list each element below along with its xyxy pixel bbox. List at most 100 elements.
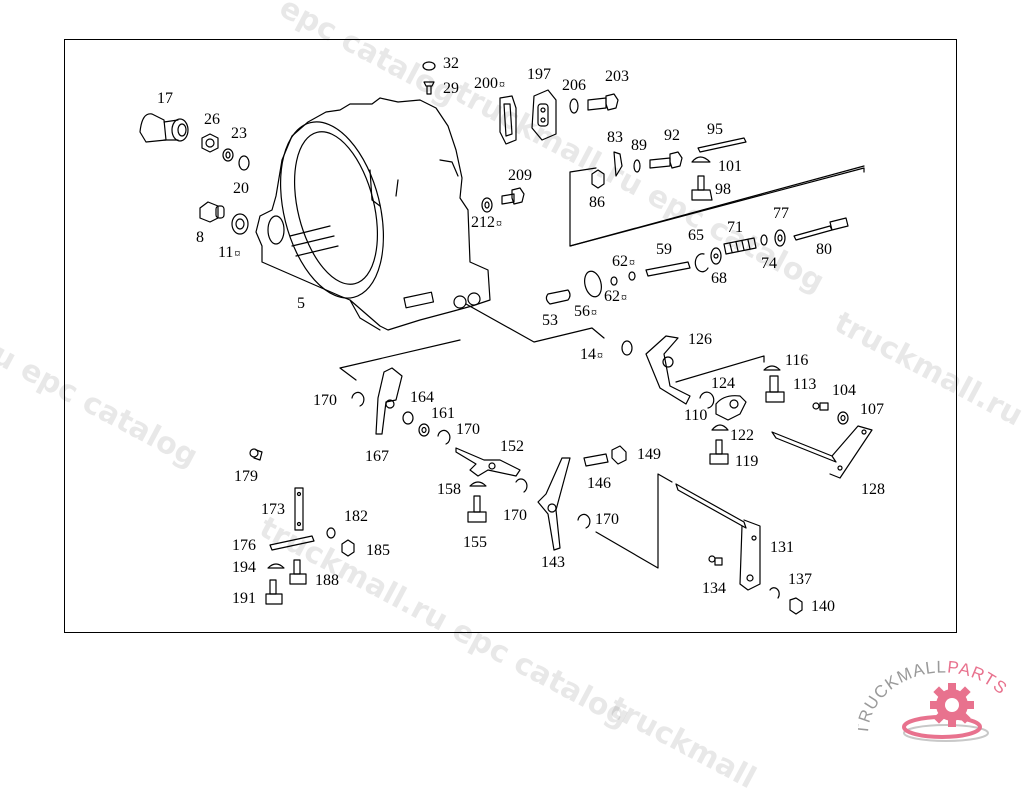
callout-80[interactable]: 80 [816, 242, 832, 258]
callout-170b[interactable]: 170 [456, 422, 480, 438]
callout-155[interactable]: 155 [463, 535, 487, 551]
callout-20[interactable]: 20 [233, 181, 249, 197]
callout-203[interactable]: 203 [605, 69, 629, 85]
callout-29[interactable]: 29 [443, 81, 459, 97]
callout-number: 62 [604, 288, 620, 305]
washer-206 [569, 98, 579, 114]
callout-89[interactable]: 89 [631, 138, 647, 154]
callout-134[interactable]: 134 [702, 581, 726, 597]
stud-104 [812, 402, 829, 411]
callout-173[interactable]: 173 [261, 502, 285, 518]
callout-107[interactable]: 107 [860, 402, 884, 418]
callout-62b[interactable]: 62¤ [604, 289, 627, 305]
callout-101[interactable]: 101 [718, 159, 742, 175]
callout-188[interactable]: 188 [315, 573, 339, 589]
callout-8[interactable]: 8 [196, 230, 204, 246]
callout-212[interactable]: 212¤ [471, 215, 502, 231]
nut-86 [591, 169, 605, 189]
callout-number: 200 [474, 75, 498, 92]
callout-206[interactable]: 206 [562, 78, 586, 94]
callout-164[interactable]: 164 [410, 390, 434, 406]
callout-62a[interactable]: 62¤ [612, 254, 635, 270]
callout-number: 206 [562, 77, 586, 94]
callout-170c[interactable]: 170 [503, 508, 527, 524]
callout-126[interactable]: 126 [688, 332, 712, 348]
callout-104[interactable]: 104 [832, 383, 856, 399]
callout-26[interactable]: 26 [204, 112, 220, 128]
callout-83[interactable]: 83 [607, 130, 623, 146]
callout-number: 176 [232, 537, 256, 554]
callout-110[interactable]: 110 [684, 408, 707, 424]
callout-170d[interactable]: 170 [595, 512, 619, 528]
callout-137[interactable]: 137 [788, 572, 812, 588]
callout-161[interactable]: 161 [431, 406, 455, 422]
callout-86[interactable]: 86 [589, 195, 605, 211]
callout-197[interactable]: 197 [527, 67, 551, 83]
callout-number: 170 [456, 421, 480, 438]
callout-number: 101 [718, 158, 742, 175]
washer-161 [418, 423, 430, 437]
replacement-marker-icon: ¤ [597, 348, 603, 362]
callout-179[interactable]: 179 [234, 469, 258, 485]
callout-65[interactable]: 65 [688, 228, 704, 244]
callout-number: 68 [711, 270, 727, 287]
ball-62 [610, 271, 636, 286]
callout-122[interactable]: 122 [730, 428, 754, 444]
callout-131[interactable]: 131 [770, 540, 794, 556]
callout-191[interactable]: 191 [232, 591, 256, 607]
circlip-124 [699, 391, 715, 409]
truckmallparts-logo: TRUCKMALLPARTS [853, 655, 1024, 750]
callout-74[interactable]: 74 [761, 256, 777, 272]
callout-68[interactable]: 68 [711, 271, 727, 287]
callout-17[interactable]: 17 [157, 91, 173, 107]
callout-119[interactable]: 119 [735, 454, 758, 470]
clip-158 [469, 481, 487, 487]
callout-113[interactable]: 113 [793, 377, 816, 393]
bolt-98 [691, 175, 713, 201]
bolt-119 [709, 439, 729, 465]
callout-number: 77 [773, 205, 789, 222]
callout-143[interactable]: 143 [541, 555, 565, 571]
callout-56[interactable]: 56¤ [574, 304, 597, 320]
callout-200[interactable]: 200¤ [474, 76, 505, 92]
callout-95[interactable]: 95 [707, 122, 723, 138]
callout-14[interactable]: 14¤ [580, 347, 603, 363]
callout-number: 59 [656, 241, 672, 258]
callout-53[interactable]: 53 [542, 313, 558, 329]
callout-146[interactable]: 146 [587, 476, 611, 492]
callout-116[interactable]: 116 [785, 353, 808, 369]
callout-32[interactable]: 32 [443, 56, 459, 72]
callout-128[interactable]: 128 [861, 482, 885, 498]
callout-149[interactable]: 149 [637, 447, 661, 463]
washer-89 [633, 159, 641, 173]
callout-170a[interactable]: 170 [313, 393, 337, 409]
callout-5[interactable]: 5 [297, 296, 305, 312]
callout-167[interactable]: 167 [365, 449, 389, 465]
callout-176[interactable]: 176 [232, 538, 256, 554]
plate-176 [269, 535, 315, 551]
callout-185[interactable]: 185 [366, 543, 390, 559]
ring-74 [760, 234, 768, 246]
callout-11[interactable]: 11¤ [218, 245, 240, 261]
callout-71[interactable]: 71 [727, 220, 743, 236]
callout-number: 149 [637, 446, 661, 463]
callout-59[interactable]: 59 [656, 242, 672, 258]
pin-59 [645, 261, 691, 277]
callout-98[interactable]: 98 [715, 182, 731, 198]
callout-152[interactable]: 152 [500, 439, 524, 455]
callout-209[interactable]: 209 [508, 168, 532, 184]
callout-number: 185 [366, 542, 390, 559]
replacement-marker-icon: ¤ [591, 305, 597, 319]
group-line-126 [675, 355, 765, 383]
callout-92[interactable]: 92 [664, 128, 680, 144]
callout-124[interactable]: 124 [711, 376, 735, 392]
stud-179 [249, 448, 263, 461]
callout-23[interactable]: 23 [231, 126, 247, 142]
callout-194[interactable]: 194 [232, 560, 256, 576]
callout-77[interactable]: 77 [773, 206, 789, 222]
callout-182[interactable]: 182 [344, 509, 368, 525]
bolt-92 [649, 151, 683, 169]
callout-158[interactable]: 158 [437, 482, 461, 498]
elbow-fitting-17 [139, 113, 189, 143]
callout-140[interactable]: 140 [811, 599, 835, 615]
